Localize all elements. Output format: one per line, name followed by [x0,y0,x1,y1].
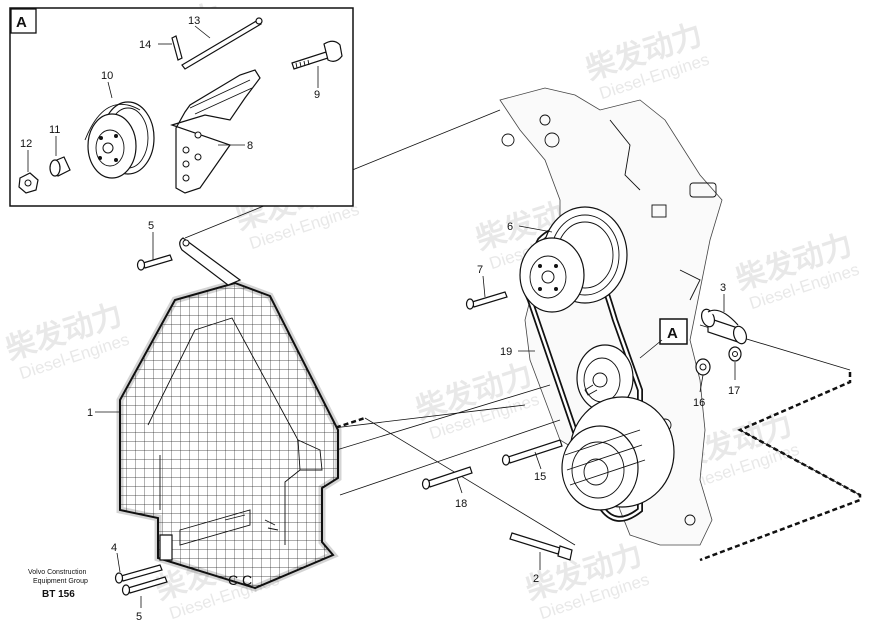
label-5-lower: 5 [136,611,142,623]
footer-drawing-code: BT 156 [42,589,75,600]
label-7: 7 [477,264,483,276]
part-labels: 1 2 3 4 5 5 6 7 15 16 17 18 19 [87,220,740,623]
sleeve-11 [49,156,71,177]
label-15: 15 [534,471,546,483]
label-8: 8 [247,140,253,152]
footer-block: Volvo Construction Equipment Group BT 15… [28,569,88,600]
label-18: 18 [455,498,467,510]
pin-14 [171,35,183,61]
svg-text:C C: C C [228,572,252,588]
bolt-15 [501,439,563,466]
label-3: 3 [720,282,726,294]
footer-company-line1: Volvo Construction [28,569,86,576]
bolt-18 [421,466,473,490]
crankshaft-upper-pulley [519,206,628,313]
nut-12 [18,172,39,194]
label-14: 14 [139,39,151,51]
belt-guard [116,237,342,592]
guard-clip-symbols: C C [228,572,252,588]
lower-pulley [561,396,675,511]
footer-company-line2: Equipment Group [33,578,88,585]
label-12: 12 [20,138,32,150]
callout-tag: A [667,325,678,342]
label-1: 1 [87,407,93,419]
detail-view-a: A [9,7,354,207]
bolt-9 [291,40,343,70]
label-13: 13 [188,15,200,27]
label-16: 16 [693,397,705,409]
drive-belt-assembly [519,206,675,522]
spacer-sleeve [700,308,748,345]
tensioner-pulley-10 [84,101,155,179]
callout-a: A [639,318,688,359]
bolt-5-upper [136,254,173,271]
label-4: 4 [111,542,117,554]
detail-box-tag: A [16,14,27,31]
label-17: 17 [728,385,740,397]
rod-13 [181,17,263,70]
label-11: 11 [49,124,60,136]
label-19: 19 [500,346,512,358]
label-5-upper: 5 [148,220,154,232]
washer-17 [728,346,742,362]
label-2: 2 [533,573,539,585]
label-10: 10 [101,70,113,82]
label-6: 6 [507,221,513,233]
washer-16 [695,358,711,376]
bolt-2 [509,532,573,561]
label-9: 9 [314,89,320,101]
bolt-5-lower [121,576,168,596]
bolt-4 [114,564,163,584]
tensioner-bracket-8 [170,69,261,194]
bolt-7 [465,291,508,310]
